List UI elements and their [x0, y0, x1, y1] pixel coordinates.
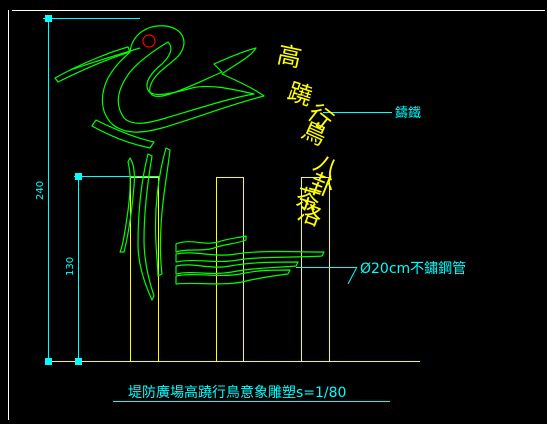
bird-tail-wing: [91, 119, 155, 149]
pole-left: [130, 177, 159, 362]
bird-eye-icon: [142, 34, 156, 48]
wave-3: [175, 261, 299, 275]
drawing-title: 堤防廣場高蹺行鳥意象雕塑s=1/80: [128, 384, 346, 401]
dim-tick: [45, 358, 52, 365]
bird-head-and-neck: [101, 25, 265, 133]
label-stainless-pipe: Ø20cm不鏽鋼管: [360, 261, 466, 277]
dimension-ticks: [45, 15, 82, 365]
bird-beak: [54, 46, 131, 83]
vertical-chinese-text: 高 蹺 行 鳥 八 卦 茶 洛: [275, 40, 344, 231]
vertical-char: 高: [275, 40, 304, 72]
label-cast-iron: 鑄鐵: [395, 105, 421, 121]
wave-2: [175, 250, 325, 263]
wave-1: [175, 235, 247, 253]
wave-4: [175, 269, 291, 285]
dimension-lines: [43, 18, 392, 402]
bird-inner-curve: [117, 41, 255, 124]
drawing-frame: [8, 10, 545, 420]
dim-tick: [75, 173, 82, 180]
bird-legs: [119, 147, 171, 301]
bird-leg-right: [154, 147, 171, 277]
dimension-labels: 240 130: [35, 181, 76, 276]
dim-tick: [45, 15, 52, 22]
bird-sculpture: [54, 25, 265, 149]
label-leader-pipe-diagonal: [347, 266, 358, 285]
water-waves: [175, 235, 325, 285]
dim-tick: [75, 358, 82, 365]
bird-leg-left: [119, 157, 135, 253]
pole-middle: [216, 177, 244, 362]
vertical-char: 蹺: [284, 77, 315, 111]
dim-130-label: 130: [65, 257, 76, 276]
bird-leg-middle: [137, 153, 155, 301]
bird-wing-slash: [69, 47, 141, 71]
dim-240-label: 240: [35, 181, 46, 200]
support-poles: [48, 177, 420, 362]
